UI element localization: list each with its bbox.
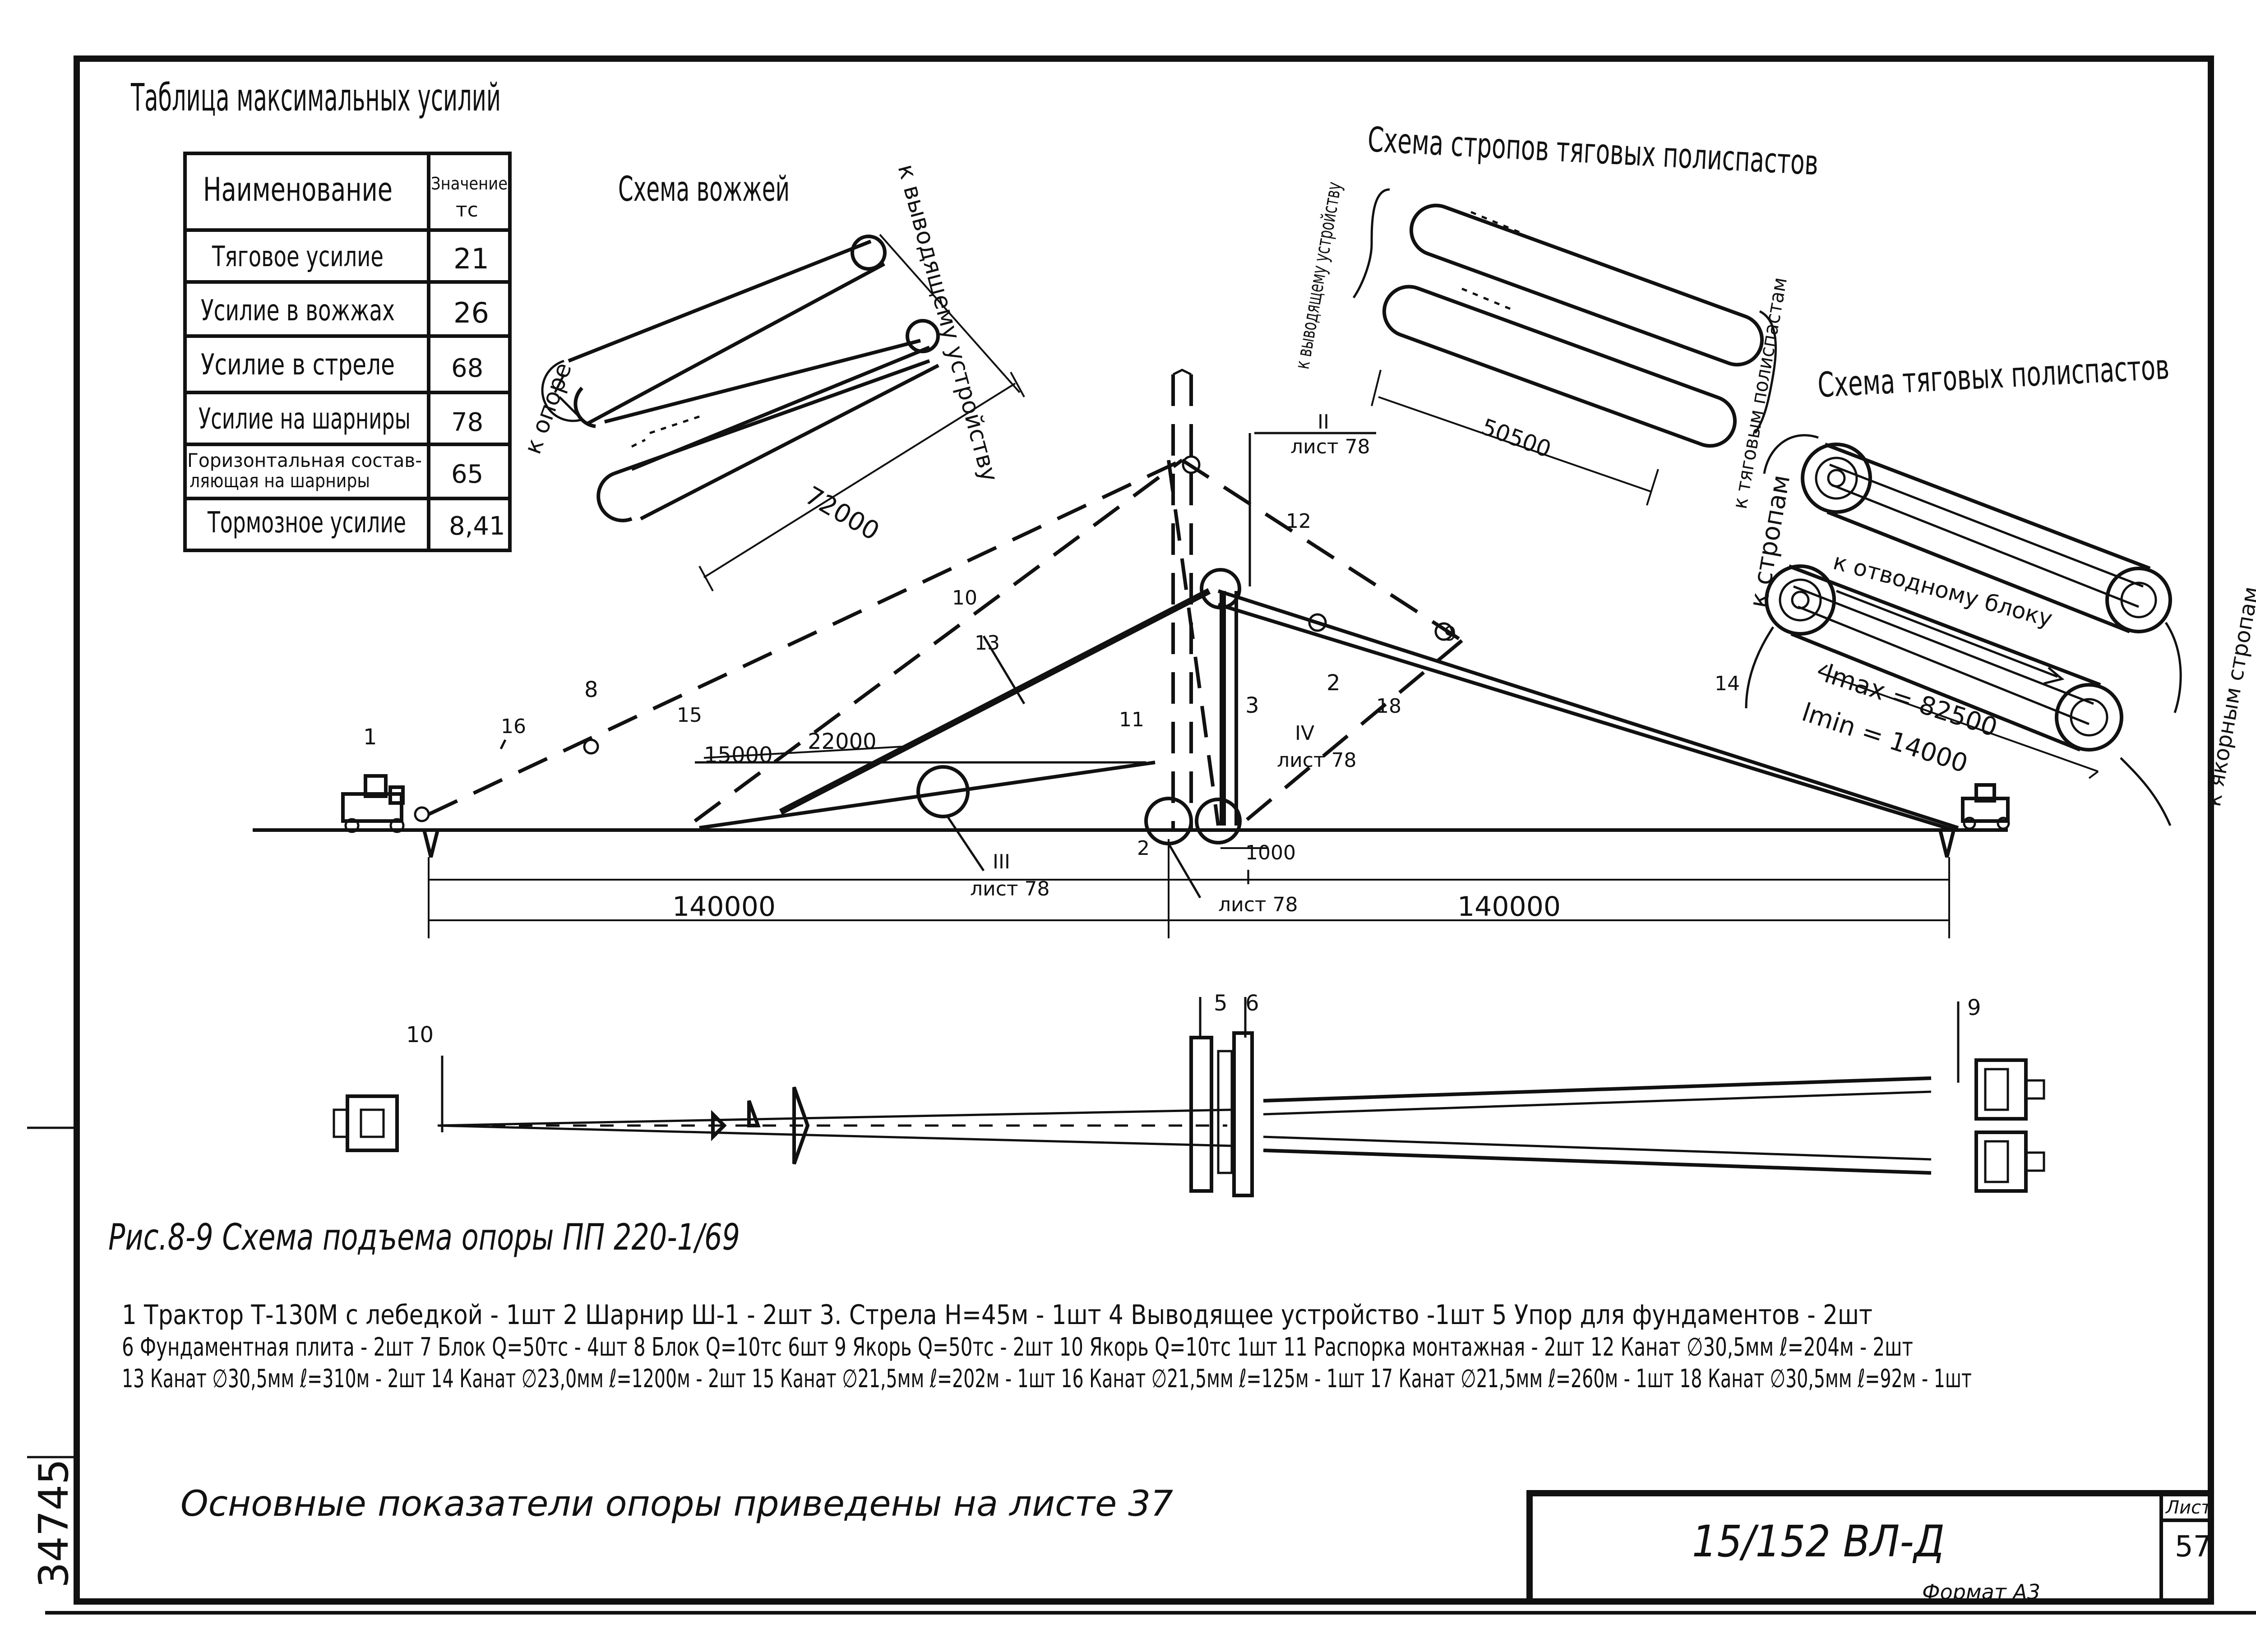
slings-diagram	[1352, 188, 1777, 506]
plan-callout-9: 9	[1967, 995, 1981, 1020]
detail-ref-I: I	[1245, 866, 1251, 889]
dim-left-140000: 140000	[672, 891, 776, 923]
table-row-value: 8,41	[449, 512, 505, 541]
table-row-name: Тормозное усилие	[207, 506, 406, 540]
table-row-value: 78	[451, 408, 483, 437]
table-title: Таблица максимальных усилий	[130, 75, 501, 120]
legend-line-3: 13 Канат ∅30,5мм ℓ=310м - 2шт 14 Канат ∅…	[122, 1364, 1972, 1394]
dim-22000: 22000	[808, 729, 877, 754]
callout-18: 18	[1376, 695, 1401, 718]
table-header-value: Значение	[431, 174, 508, 194]
legend-line-2: 6 Фундаментная плита - 2шт 7 Блок Q=50тс…	[122, 1333, 1913, 1362]
detail-ref-IV: IV	[1295, 722, 1314, 745]
dim-1000: 1000	[1245, 841, 1296, 864]
drawing-frame	[74, 55, 2214, 1605]
plan-callout-10: 10	[406, 1022, 434, 1047]
table-row-name: ляющая на шарниры	[190, 470, 370, 492]
title-block	[1526, 1490, 2214, 1605]
legend-line-1: 1 Трактор Т-130М с лебедкой - 1шт 2 Шарн…	[122, 1299, 1872, 1331]
detail-ref-III-sheet: лист 78	[970, 877, 1050, 900]
callout-8: 8	[584, 677, 598, 702]
detail-ref-II: II	[1318, 411, 1329, 434]
dim-15000: 15000	[704, 743, 773, 768]
callout-9: 9	[1444, 623, 1456, 646]
forces-table	[183, 152, 512, 552]
callout-2: 2	[1327, 670, 1341, 696]
tractor-right	[1961, 783, 2010, 830]
slings-scheme-title: Схема стропов тяговых полиспастов	[1367, 119, 1819, 183]
callout-13: 13	[975, 632, 1000, 655]
detail-ref-IV-sheet: лист 78	[1277, 749, 1357, 772]
table-header-name: Наименование	[203, 171, 393, 208]
table-row-name: Усилие на шарниры	[199, 402, 411, 436]
document-code: 15/152 ВЛ-Д	[1692, 1516, 1945, 1567]
detail-ref-I-sheet: лист 78	[1218, 893, 1298, 916]
plan-callout-5: 5	[1214, 991, 1228, 1016]
callout-15: 15	[677, 704, 702, 727]
callout-11: 11	[1119, 708, 1144, 731]
detail-ref-III: III	[993, 850, 1010, 873]
slings-length: 50500	[1478, 414, 1554, 463]
table-row-value: 26	[453, 296, 489, 329]
tackles-diagram	[1745, 434, 2182, 826]
figure-caption: Рис.8-9 Схема подъема опоры ПП 220-1/69	[108, 1216, 740, 1258]
detail-ref-II-sheet: лист 78	[1290, 435, 1370, 458]
table-row-value: 65	[451, 460, 483, 489]
reins-label-support: к опоре	[519, 359, 577, 457]
callout-3: 3	[1245, 693, 1259, 718]
tractor-left	[341, 774, 430, 833]
callout-2-hinge: 2	[1137, 837, 1150, 860]
table-row-name: Усилие в вожжах	[201, 294, 395, 328]
note-text: Основные показатели опоры приведены на л…	[180, 1484, 1173, 1524]
reins-label-lift-device: к выводящему устройству	[892, 162, 1003, 485]
plan-view	[333, 997, 2045, 1197]
plan-callout-6: 6	[1245, 991, 1259, 1016]
table-row-value: 68	[451, 354, 483, 383]
callout-14: 14	[1715, 672, 1740, 695]
paper-format: Формат А3	[1922, 1580, 2040, 1604]
reins-scheme-title: Схема вожжей	[618, 169, 790, 209]
slings-label-lift-device: к выводящему устройству	[1291, 180, 1346, 370]
callout-12: 12	[1286, 510, 1311, 533]
sheet-number: 57	[2175, 1530, 2211, 1564]
dim-right-140000: 140000	[1457, 891, 1561, 923]
inventory-number: 34745	[30, 1459, 78, 1588]
tackles-scheme-title: Схема тяговых полиспастов	[1817, 346, 2170, 405]
callout-1: 1	[363, 724, 377, 750]
callout-10-elev: 10	[952, 586, 977, 609]
reins-diagram	[541, 234, 1025, 591]
table-header-unit: тс	[456, 198, 478, 221]
table-row-name: Горизонтальная состав-	[187, 449, 422, 471]
table-row-name: Тяговое усилие	[212, 240, 384, 273]
table-row-value: 21	[453, 242, 489, 275]
sheet-label: Лист	[2165, 1497, 2212, 1518]
elevation-view	[253, 369, 2010, 938]
callout-16: 16	[501, 715, 526, 738]
table-row-name: Усилие в стреле	[201, 348, 395, 382]
